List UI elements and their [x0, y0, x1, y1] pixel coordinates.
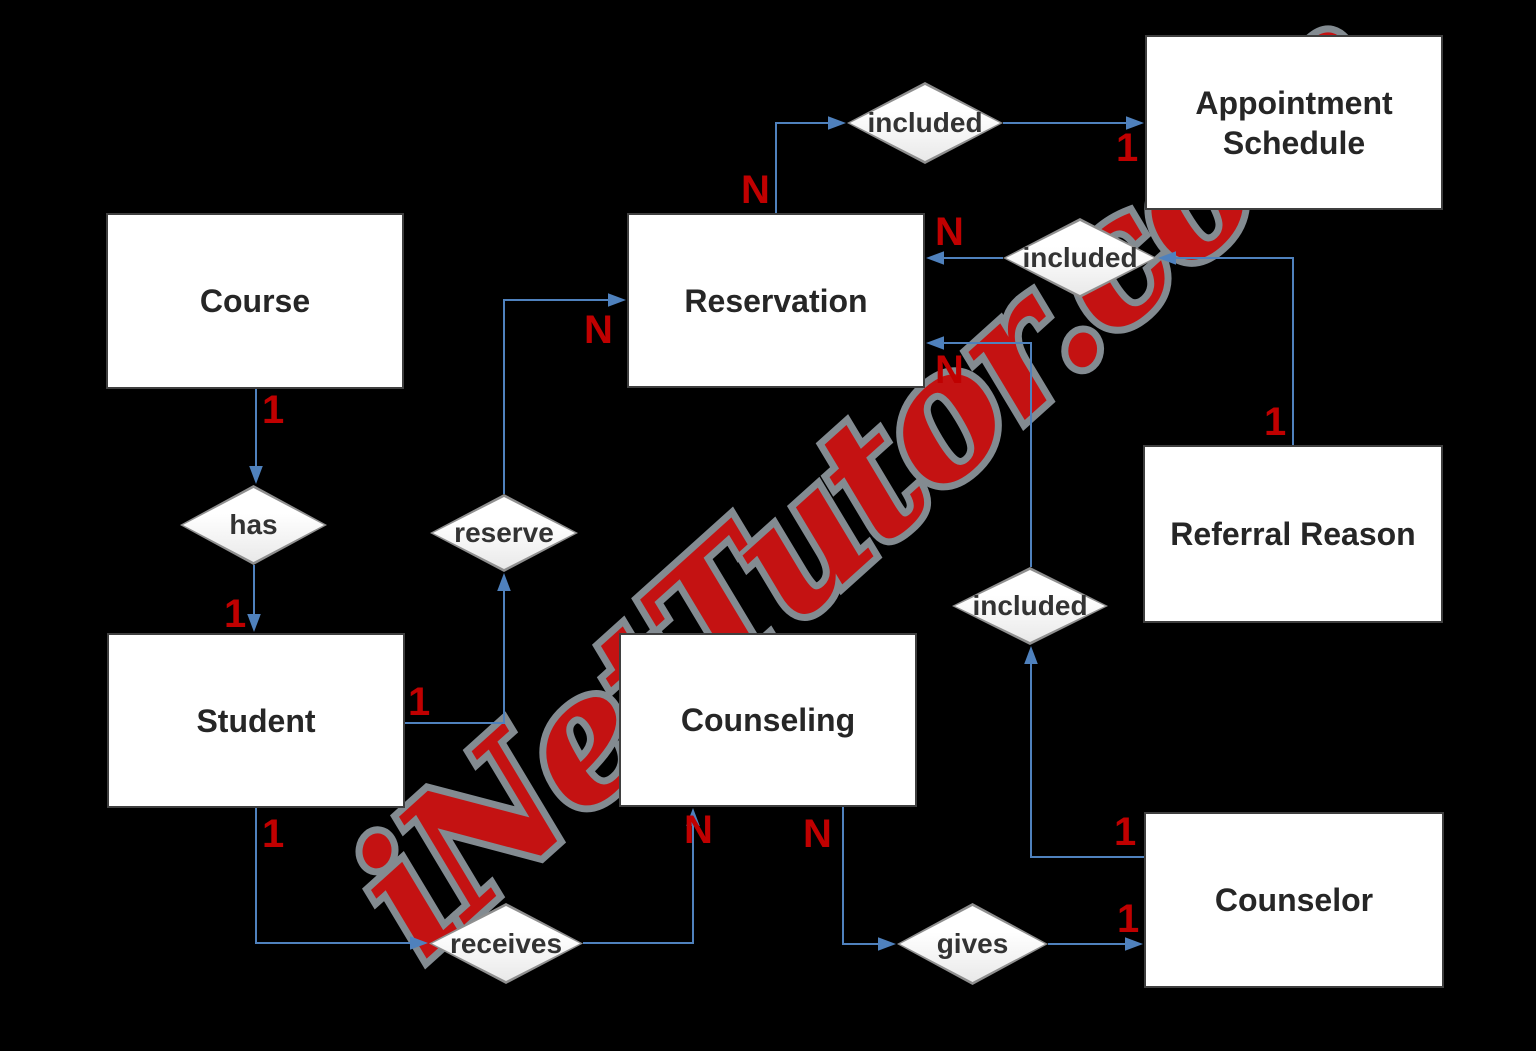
cardinality-student-reserve: 1 [408, 680, 431, 724]
connector-reservation-included-top [775, 116, 846, 213]
connector-counselor-included-low [1024, 646, 1144, 858]
entity-course-label: Course [199, 283, 311, 319]
cardinality-counselor-included-low: 1 [1114, 810, 1137, 854]
entity-student-label: Student [196, 702, 316, 739]
connector-counseling-gives [842, 807, 896, 951]
entity-counselor: Counselor [1144, 812, 1444, 988]
cardinality-receives-counseling: N [684, 808, 713, 852]
connector-student-reserve [405, 573, 511, 724]
entity-counseling-label: Counseling [680, 702, 856, 738]
entity-student: Student [107, 633, 405, 808]
entity-appointment-schedule-label: Appointment Schedule [1195, 84, 1393, 161]
connector-referral-reason-included-mid [1158, 251, 1294, 445]
connector-student-receives [255, 808, 428, 950]
cardinality-student-receives: 1 [262, 812, 285, 856]
relationship-receives: receives [429, 903, 583, 984]
cardinality-included-top-appointment-schedule: 1 [1116, 126, 1139, 170]
entity-course: Course [106, 213, 404, 389]
relationship-gives-label: gives [936, 928, 1009, 959]
relationship-included-mid: included [1003, 218, 1157, 298]
relationship-has-label: has [229, 509, 278, 540]
entity-counselor-label: Counselor [1214, 882, 1374, 918]
entity-reservation-label: Reservation [684, 282, 868, 319]
entity-referral-reason: Referral Reason [1143, 445, 1443, 623]
connector-included-low-reservation [926, 336, 1032, 567]
relationship-has: has [180, 485, 327, 565]
relationship-included-low-label: included [972, 590, 1088, 621]
entity-counseling: Counseling [619, 633, 917, 807]
relationship-gives: gives [897, 903, 1048, 985]
relationship-reserve: reserve [430, 494, 578, 572]
cardinality-counseling-gives: N [803, 812, 832, 856]
cardinality-referral-reason-included-mid: 1 [1264, 400, 1287, 444]
entity-reservation: Reservation [627, 213, 925, 388]
relationship-included-top: included [847, 82, 1003, 164]
connector-receives-counseling [583, 808, 700, 944]
cardinality-included-low-reservation: N [935, 348, 964, 392]
entity-referral-reason-label: Referral Reason [1170, 516, 1416, 552]
entity-appointment-schedule: Appointment Schedule [1145, 35, 1443, 210]
relationship-included-top-label: included [867, 107, 983, 138]
relationship-receives-label: receives [449, 927, 563, 959]
cardinality-course-has: 1 [262, 388, 285, 432]
relationship-included-low: included [952, 567, 1108, 645]
relationship-reserve-label: reserve [454, 517, 554, 548]
cardinality-reservation-included-top: N [741, 168, 770, 212]
cardinality-has-student: 1 [224, 592, 247, 636]
connector-reserve-reservation [503, 293, 626, 494]
cardinality-gives-counselor: 1 [1117, 897, 1140, 941]
cardinality-reserve-reservation: N [584, 308, 613, 352]
cardinality-included-mid-reservation: N [935, 210, 964, 254]
relationship-included-mid-label: included [1022, 242, 1138, 273]
